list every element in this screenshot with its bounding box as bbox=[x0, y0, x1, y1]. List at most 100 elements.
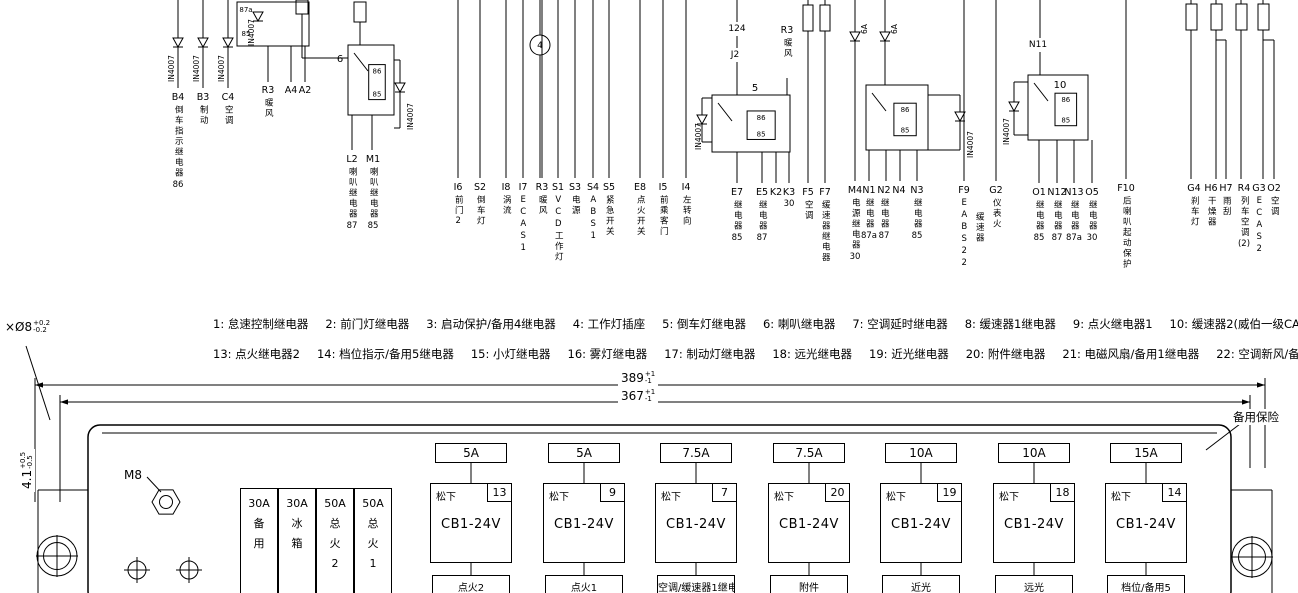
relay-position-number: 14 bbox=[1162, 484, 1186, 502]
component-name-vertical: 继电器 bbox=[732, 200, 743, 232]
fuse-symbol bbox=[1257, 3, 1270, 31]
component-name-vertical: ABS1 bbox=[588, 195, 599, 244]
fuse-symbol bbox=[802, 4, 814, 32]
relay-model: CB1-24V bbox=[1004, 517, 1064, 532]
component-id: I6 bbox=[453, 182, 463, 193]
component-column: A2 bbox=[298, 85, 312, 96]
legend-item: 14: 档位指示/备用5继电器 bbox=[316, 347, 454, 361]
component-id: N12 bbox=[1047, 187, 1067, 198]
dim-depth-value: 4.1 bbox=[19, 469, 34, 489]
component-name-vertical: 仪表火 bbox=[991, 198, 1002, 230]
dim-arrow bbox=[1257, 382, 1265, 388]
component-id: E5 bbox=[755, 187, 769, 198]
component-name-vertical: ECAS2 bbox=[1254, 196, 1265, 257]
fuse-strip-rating: 50A bbox=[362, 497, 384, 510]
component-name-vertical: 暖风 bbox=[263, 98, 274, 120]
relay-coil bbox=[1054, 92, 1078, 127]
fuse-symbol bbox=[1235, 3, 1248, 31]
legend-item: 4: 工作灯插座 bbox=[572, 317, 646, 331]
component-name-vertical: 暖风 bbox=[537, 195, 548, 217]
relay-pin-85: 85 bbox=[1061, 117, 1070, 125]
component-name-vertical: 干燥器 bbox=[1206, 196, 1217, 228]
component-pin: 87 bbox=[756, 232, 768, 243]
component-id: B3 bbox=[196, 92, 210, 103]
component-id: A4 bbox=[284, 85, 298, 96]
relay-position-number: 9 bbox=[600, 484, 624, 502]
component-name-vertical: 继电器 bbox=[1052, 200, 1063, 232]
rotated-part-label: IN4007 bbox=[1002, 118, 1011, 145]
relay-function-label: 档位/备用5 bbox=[1107, 575, 1185, 593]
relay-outline bbox=[711, 94, 791, 153]
relay-pin-86: 86 bbox=[1061, 96, 1070, 104]
component-id: F9 bbox=[958, 185, 970, 196]
fuse-symbol bbox=[353, 1, 367, 23]
relay-pin-85: 85 bbox=[901, 127, 910, 135]
diode-icon bbox=[1008, 101, 1020, 113]
component-id: N13 bbox=[1064, 187, 1084, 198]
panel-outline bbox=[87, 424, 1232, 593]
component-name-vertical: 紧急开关 bbox=[604, 195, 615, 238]
main-fuse-strip: 50A 总 火 1 bbox=[354, 488, 392, 593]
component-column: N4 bbox=[892, 185, 905, 196]
component-id: L2 bbox=[346, 154, 358, 165]
socket-label: 4 bbox=[537, 41, 543, 51]
relay-contact bbox=[871, 92, 887, 112]
diode-icon bbox=[849, 31, 861, 43]
component-pin: 86 bbox=[172, 179, 184, 190]
component-id: R3 bbox=[780, 25, 794, 36]
component-id: A2 bbox=[298, 85, 312, 96]
schematic-text: 124 bbox=[728, 24, 746, 34]
component-id: I7 bbox=[518, 182, 528, 193]
diode-icon bbox=[172, 37, 184, 49]
legend-item: 7: 空调延时继电器 bbox=[852, 317, 948, 331]
bolt-label: M8 bbox=[124, 468, 142, 482]
relay-position-number: 18 bbox=[1050, 484, 1074, 502]
fuse-strip-name: 总 火 1 bbox=[367, 517, 379, 570]
component-name-vertical: 继电器 bbox=[1034, 200, 1045, 232]
component-name-vertical: 电源继电器 bbox=[850, 198, 861, 251]
diode-icon bbox=[197, 37, 209, 49]
component-column: K2 bbox=[770, 187, 782, 198]
fuse-strip-name: 总 火 2 bbox=[329, 517, 341, 570]
component-name-vertical: ECAS1 bbox=[518, 195, 529, 256]
module-fuse-rating: 10A bbox=[998, 443, 1070, 463]
component-name-vertical: 空调 bbox=[803, 200, 814, 222]
module-fuse-rating: 5A bbox=[548, 443, 620, 463]
component-id: N1 bbox=[862, 185, 876, 196]
relay-brand: 松下 bbox=[661, 492, 681, 503]
dim-overall-width-value: 389 bbox=[621, 370, 644, 385]
dim-arrow bbox=[60, 399, 68, 405]
component-id: G4 bbox=[1187, 183, 1201, 194]
component-id: E7 bbox=[730, 187, 744, 198]
component-pin: 87a bbox=[860, 230, 878, 241]
component-name-vertical: 左转向 bbox=[681, 195, 692, 227]
